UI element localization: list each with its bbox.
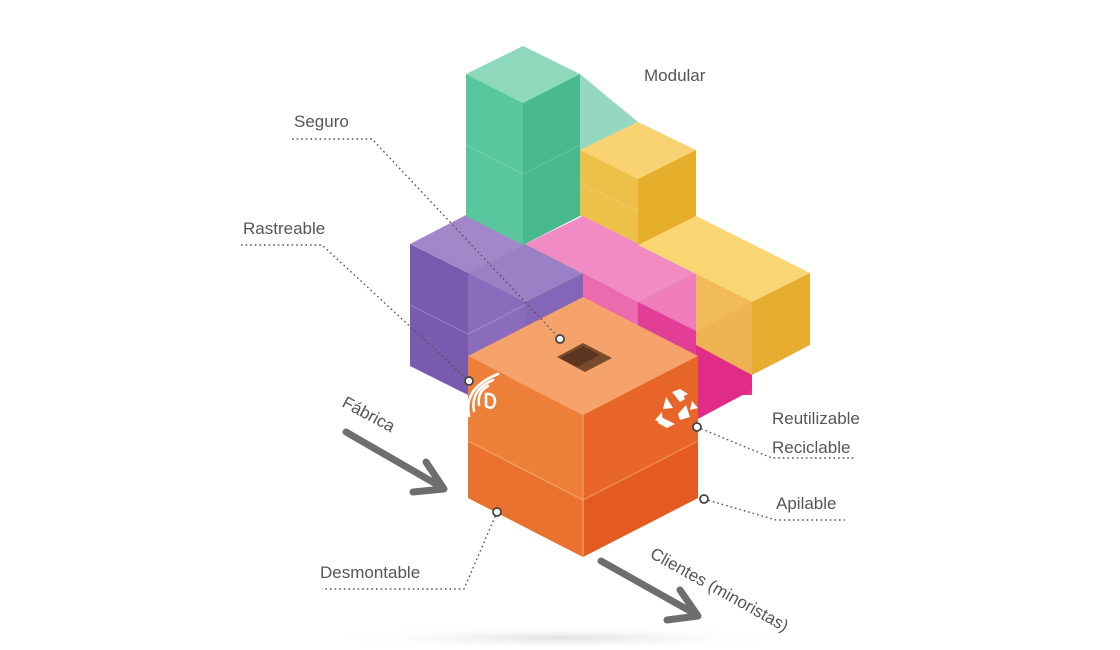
seguro-dot bbox=[555, 334, 565, 344]
floor-shadow bbox=[320, 626, 800, 650]
label-reciclable: Reciclable bbox=[772, 438, 850, 457]
apilable-leader bbox=[703, 498, 845, 521]
desmontable-dot bbox=[492, 507, 502, 517]
desmontable-leader bbox=[322, 511, 498, 590]
green-cube-tower bbox=[465, 46, 638, 245]
yellow-cube-lower bbox=[638, 216, 810, 375]
rastreable-dot bbox=[464, 376, 474, 386]
factory-arrow bbox=[342, 428, 448, 496]
label-desmontable: Desmontable bbox=[320, 563, 420, 582]
recycle-icon bbox=[655, 389, 698, 428]
label-modular: Modular bbox=[644, 66, 706, 85]
label-reutilizable: Reutilizable bbox=[772, 409, 860, 428]
rfid-icon bbox=[466, 372, 500, 418]
seguro-leader bbox=[292, 138, 561, 340]
reciclable-dot bbox=[692, 422, 702, 432]
label-apilable: Apilable bbox=[776, 494, 837, 513]
label-rastreable: Rastreable bbox=[243, 219, 325, 238]
clients-arrow bbox=[597, 557, 702, 624]
apilable-dot bbox=[699, 494, 709, 504]
label-seguro: Seguro bbox=[294, 112, 349, 131]
